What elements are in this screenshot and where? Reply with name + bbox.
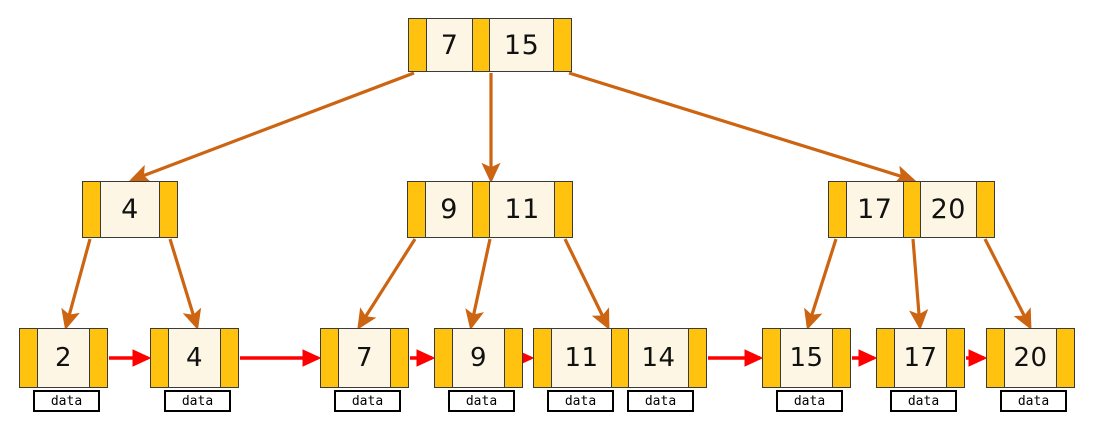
internal-node-internal-left[interactable]: 4: [82, 181, 178, 238]
tree-edge-root-p0-to-internal-left: [129, 71, 415, 183]
leaf-node-leaf-11-14[interactable]: 11 14: [533, 328, 707, 388]
key-cell-internal-mid-1: 11: [490, 182, 555, 237]
child-pointer-leaf-11-14-1[interactable]: [611, 329, 629, 387]
leaf-node-leaf-17[interactable]: 17: [876, 328, 965, 388]
key-cell-leaf-11-14-0: 11: [552, 329, 611, 387]
child-pointer-leaf-2-1[interactable]: [89, 329, 107, 387]
tree-edge-left-p0-to-leaf-2: [61, 238, 92, 331]
child-pointer-leaf-11-14-0[interactable]: [534, 329, 552, 387]
child-pointer-leaf-4-0[interactable]: [151, 329, 169, 387]
tree-edge-root-p2-to-internal-right: [568, 71, 917, 185]
key-cell-internal-left-0: 4: [101, 182, 159, 237]
leaf-node-leaf-9[interactable]: 9: [434, 328, 523, 388]
tree-edge-mid-p0-to-leaf-7: [357, 238, 417, 330]
child-pointer-leaf-20-0[interactable]: [987, 329, 1005, 387]
child-pointer-internal-mid-0[interactable]: [408, 182, 426, 237]
child-pointer-leaf-9-0[interactable]: [435, 329, 453, 387]
child-pointer-root-0[interactable]: [409, 19, 427, 71]
child-pointer-leaf-15-0[interactable]: [763, 329, 781, 387]
data-record-box-leaf-17-0[interactable]: data: [890, 390, 957, 412]
child-pointer-internal-right-1[interactable]: [902, 182, 921, 237]
data-record-box-leaf-11-14-1[interactable]: data: [627, 390, 694, 412]
key-cell-internal-mid-0: 9: [426, 182, 473, 237]
child-pointer-leaf-7-0[interactable]: [321, 329, 339, 387]
key-cell-leaf-17-0: 17: [895, 329, 946, 387]
key-cell-internal-right-1: 20: [920, 182, 976, 237]
key-cell-leaf-4-0: 4: [169, 329, 220, 387]
key-cell-leaf-9-0: 9: [453, 329, 504, 387]
child-pointer-leaf-9-1[interactable]: [504, 329, 522, 387]
child-pointer-internal-right-0[interactable]: [829, 182, 847, 237]
leaf-node-leaf-15[interactable]: 15: [762, 328, 851, 388]
data-record-box-leaf-11-14-0[interactable]: data: [547, 390, 614, 412]
key-cell-leaf-7-0: 7: [339, 329, 390, 387]
tree-edge-right-p0-to-leaf-15: [804, 238, 838, 331]
child-pointer-root-2[interactable]: [553, 19, 572, 71]
key-cell-internal-right-0: 17: [847, 182, 903, 237]
child-pointer-internal-right-2[interactable]: [976, 182, 994, 237]
data-record-box-leaf-7-0[interactable]: data: [334, 390, 401, 412]
key-cell-leaf-2-0: 2: [38, 329, 89, 387]
tree-edge-left-p1-to-leaf-4: [168, 238, 202, 331]
key-cell-leaf-11-14-1: 14: [629, 329, 688, 387]
child-pointer-leaf-7-1[interactable]: [390, 329, 408, 387]
data-record-box-leaf-15-0[interactable]: data: [776, 390, 843, 412]
tree-edge-right-p2-to-leaf-20: [983, 238, 1032, 330]
leaf-node-leaf-4[interactable]: 4: [150, 328, 239, 388]
child-pointer-leaf-11-14-2[interactable]: [688, 329, 706, 387]
child-pointer-leaf-17-1[interactable]: [946, 329, 964, 387]
child-pointer-internal-left-0[interactable]: [83, 182, 101, 237]
leaf-node-leaf-7[interactable]: 7: [320, 328, 409, 388]
child-pointer-leaf-4-1[interactable]: [220, 329, 238, 387]
internal-node-internal-mid[interactable]: 9 11: [407, 181, 573, 238]
data-record-box-leaf-2-0[interactable]: data: [33, 390, 100, 412]
root-node-root[interactable]: 7 15: [408, 18, 572, 72]
child-pointer-leaf-15-1[interactable]: [832, 329, 850, 387]
tree-edge-mid-p2-to-leaf-11-14: [563, 238, 610, 330]
key-cell-root-1: 15: [490, 19, 554, 71]
child-pointer-leaf-2-0[interactable]: [20, 329, 38, 387]
key-cell-leaf-15-0: 15: [781, 329, 832, 387]
data-record-box-leaf-9-0[interactable]: data: [448, 390, 515, 412]
child-pointer-leaf-17-0[interactable]: [877, 329, 895, 387]
key-cell-root-0: 7: [427, 19, 473, 71]
child-pointer-internal-left-1[interactable]: [159, 182, 177, 237]
leaf-node-leaf-2[interactable]: 2: [19, 328, 108, 388]
data-record-box-leaf-4-0[interactable]: data: [164, 390, 231, 412]
child-pointer-internal-mid-2[interactable]: [554, 182, 573, 237]
child-pointer-leaf-20-1[interactable]: [1056, 329, 1074, 387]
data-record-box-leaf-20-0[interactable]: data: [1000, 390, 1067, 412]
tree-edge-mid-p1-to-leaf-9: [465, 238, 492, 331]
key-cell-leaf-20-0: 20: [1005, 329, 1056, 387]
leaf-node-leaf-20[interactable]: 20: [986, 328, 1075, 388]
child-pointer-root-1[interactable]: [472, 19, 491, 71]
child-pointer-internal-mid-1[interactable]: [472, 182, 491, 237]
tree-edge-right-p1-to-leaf-17: [909, 238, 929, 331]
